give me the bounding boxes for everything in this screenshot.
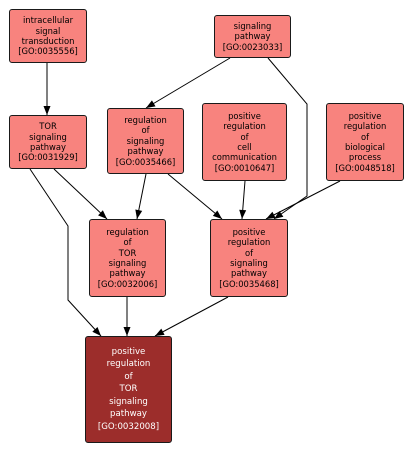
- node-label-line: communication: [212, 152, 277, 163]
- edge-rsp-to-prsp: [167, 173, 223, 220]
- edge-prcc-to-prsp: [239, 180, 247, 220]
- node-label-line: signaling: [108, 258, 147, 268]
- node-label-line: of: [123, 237, 132, 248]
- node-label-line: signaling: [126, 135, 165, 146]
- node-label-line: pathway: [30, 142, 66, 152]
- node-label-line: [GO:0035468]: [219, 278, 279, 289]
- node-label-line: [GO:0048518]: [335, 162, 395, 173]
- node-label-line: biological: [345, 142, 385, 152]
- edge-ist-to-tor: [43, 63, 51, 115]
- node-label-line: regulation: [227, 237, 271, 248]
- edge-prsp-to-prtor: [154, 296, 229, 337]
- arrowhead: [98, 210, 107, 219]
- node-label-line: pathway: [234, 31, 271, 42]
- arrowhead: [123, 327, 131, 336]
- node-label-line: [GO:0032006]: [97, 278, 158, 289]
- arrowhead: [155, 328, 165, 336]
- node-label-line: regulation: [106, 359, 151, 370]
- node-label-line: regulation: [106, 226, 149, 237]
- edge-sp-to-rsp: [145, 57, 231, 109]
- node-label-line: [GO:0032008]: [97, 421, 160, 432]
- node-label-line: of: [244, 247, 254, 258]
- node-label-line: positive: [228, 110, 261, 121]
- arrowhead: [43, 106, 51, 115]
- node-label-line: signaling: [233, 20, 272, 31]
- node-label-line: [GO:0035466]: [115, 156, 176, 167]
- node-label-line: [GO:0035556]: [18, 46, 78, 57]
- node-label-line: [GO:0023033]: [222, 41, 283, 52]
- node-label-line: process: [348, 152, 382, 163]
- edge-sp-to-prsp: [267, 57, 308, 220]
- node-label-line: positive: [232, 226, 266, 237]
- node-label-line: regulation: [343, 121, 387, 132]
- node-label-line: positive: [111, 347, 146, 358]
- edge-tor-to-rtor: [53, 168, 108, 220]
- node-label-line: [GO:0010647]: [214, 162, 275, 173]
- node-label-line: TOR: [119, 384, 138, 395]
- node-label-line: [GO:0031929]: [18, 152, 78, 163]
- arrowhead: [92, 327, 101, 336]
- node-label-line: transduction: [21, 36, 75, 46]
- node-label-line: of: [240, 131, 249, 142]
- edge-prbp-to-prsp: [265, 180, 341, 220]
- node-label-line: signaling: [230, 258, 268, 268]
- node-label-line: TOR: [39, 121, 57, 132]
- node-label-line: signal: [35, 25, 61, 36]
- node-label-line: of: [124, 371, 133, 382]
- node-label-line: pathway: [127, 146, 164, 157]
- node-label-line: pathway: [231, 268, 267, 279]
- arrowhead: [135, 209, 143, 219]
- node-label-line: intracellular: [22, 15, 74, 26]
- edge-tor-to-prtor: [29, 168, 102, 337]
- arrowhead: [274, 210, 284, 219]
- edge-rtor-to-prtor: [123, 297, 131, 336]
- node-label-line: cell: [237, 142, 252, 152]
- node-label-line: positive: [348, 110, 382, 121]
- node-label-line: regulation: [223, 121, 266, 132]
- arrowhead: [239, 209, 247, 219]
- node-label-line: regulation: [124, 114, 167, 125]
- node-label-line: signaling: [109, 396, 148, 407]
- node-label-line: of: [360, 131, 370, 142]
- node-label-line: pathway: [110, 409, 147, 420]
- arrowhead: [212, 210, 222, 219]
- node-label-line: pathway: [109, 268, 146, 279]
- node-label-line: of: [141, 125, 150, 136]
- arrowhead: [146, 100, 156, 108]
- node-label-line: signaling: [29, 131, 67, 142]
- arrowhead: [266, 211, 276, 219]
- node-label-line: TOR: [118, 247, 137, 258]
- edge-rsp-to-rtor: [135, 173, 147, 220]
